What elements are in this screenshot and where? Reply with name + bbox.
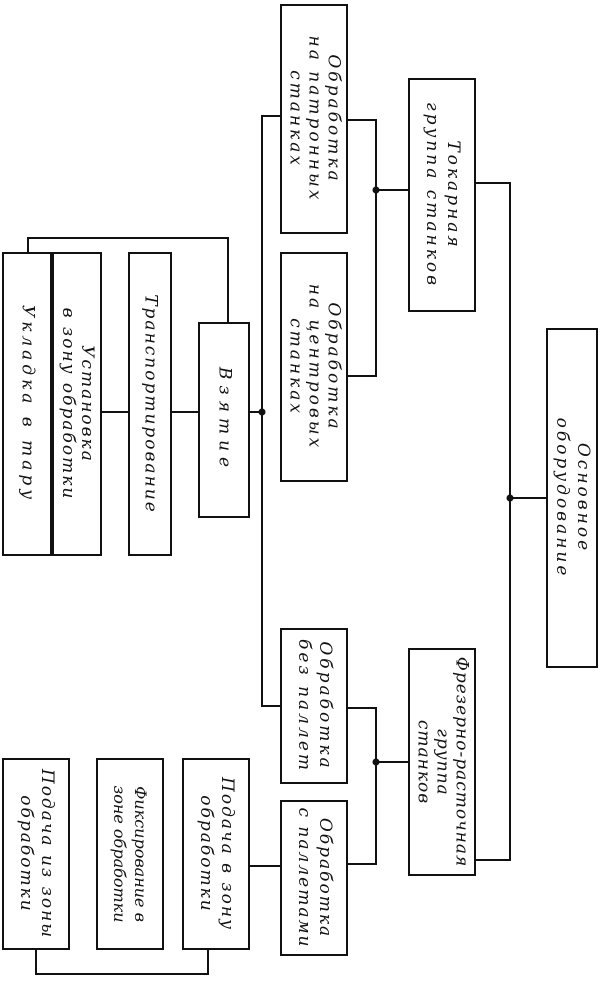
feed-in-step-box: Подача в зону обработки — [182, 758, 250, 950]
center-line-1: Обработка — [323, 302, 344, 432]
connector-turning-bus — [348, 119, 377, 377]
transport-line-1: Транспортирование — [140, 294, 161, 514]
turning-group-box: Токарная группа станков — [408, 78, 476, 312]
center-line-3: станках — [285, 318, 306, 416]
junction-milling — [372, 758, 380, 766]
with-pallet-line-1: Обработка — [315, 817, 335, 939]
install-step-box: Установка в зону обработки — [52, 252, 102, 556]
center-line-2: на центровых — [304, 283, 325, 451]
with-pallet-operation-label: Обработка с паллетами — [293, 807, 335, 948]
turning-group-label: Токарная группа станков — [421, 102, 463, 288]
feed-out-step-label: Подача из зоны обработки — [15, 769, 57, 939]
root-line-2: оборудование — [552, 417, 572, 579]
center-operation-label: Обработка на центровых станках — [285, 283, 344, 451]
feed-in-line-2: обработки — [196, 795, 216, 913]
with-pallet-operation-box: Обработка с паллетами — [280, 800, 348, 956]
fix-step-box: Фиксирование в зоне обработки — [96, 758, 164, 950]
milling-group-line-1: Фрезерно-расточная — [451, 656, 472, 868]
root-label: Основное оборудование — [551, 418, 593, 579]
stack-step-label: Укладка в тару — [17, 305, 38, 503]
chuck-operation-box: Обработка на патронных станках — [280, 4, 348, 234]
milling-group-box: Фрезерно-расточная группа станков — [408, 648, 476, 876]
grab-step-box: Взятие — [198, 322, 250, 518]
chuck-operation-label: Обработка на патронных станках — [285, 35, 344, 203]
chuck-line-3: станках — [285, 70, 306, 168]
milling-group-line-3: станков — [413, 719, 434, 805]
connector-root-bus — [476, 182, 511, 861]
no-pallet-operation-box: Обработка без паллет — [280, 628, 348, 784]
install-line-1: Установка — [77, 345, 97, 463]
junction-root — [506, 494, 514, 502]
install-step-label: Установка в зону обработки — [58, 307, 97, 501]
no-pallet-operation-label: Обработка без паллет — [293, 639, 335, 773]
fix-line-1: Фиксирование в — [131, 786, 150, 922]
fix-step-label: Фиксирование в зоне обработки — [109, 785, 151, 922]
feed-out-line-1: Подача из зоны — [37, 768, 57, 940]
connector-feed-out — [35, 950, 209, 975]
fix-line-2: зоне обработки — [110, 785, 129, 923]
feed-in-line-1: Подача в зону — [217, 777, 237, 931]
stack-line-1: Укладка в тару — [17, 304, 38, 504]
stack-step-box: Укладка в тару — [2, 252, 52, 556]
no-pallet-line-2: без паллет — [294, 638, 314, 774]
milling-group-label: Фрезерно-расточная группа станков — [413, 656, 472, 868]
with-pallet-line-2: с паллетами — [294, 807, 314, 949]
junction-operations — [258, 408, 266, 416]
grab-step-label: Взятие — [214, 367, 235, 473]
turning-group-line-1: Токарная — [443, 140, 463, 250]
install-line-2: в зону обработки — [58, 307, 78, 501]
feed-out-step-box: Подача из зоны обработки — [2, 758, 70, 950]
no-pallet-line-1: Обработка — [315, 641, 335, 771]
root-box: Основное оборудование — [546, 328, 598, 668]
transport-step-box: Транспортирование — [128, 252, 172, 556]
feed-in-step-label: Подача в зону обработки — [195, 777, 237, 931]
chuck-line-2: на патронных — [304, 35, 325, 203]
center-operation-box: Обработка на центровых станках — [280, 252, 348, 482]
feed-out-line-2: обработки — [16, 795, 36, 913]
transport-step-label: Транспортирование — [140, 294, 161, 514]
junction-turning — [372, 186, 380, 194]
grab-line-1: Взятие — [214, 366, 235, 474]
connector-milling-bus — [348, 707, 377, 865]
milling-group-line-2: группа — [432, 728, 453, 796]
chuck-line-1: Обработка — [323, 54, 344, 184]
connector-stack — [27, 237, 229, 322]
turning-group-line-2: группа станков — [422, 101, 442, 289]
root-line-1: Основное — [573, 442, 593, 554]
